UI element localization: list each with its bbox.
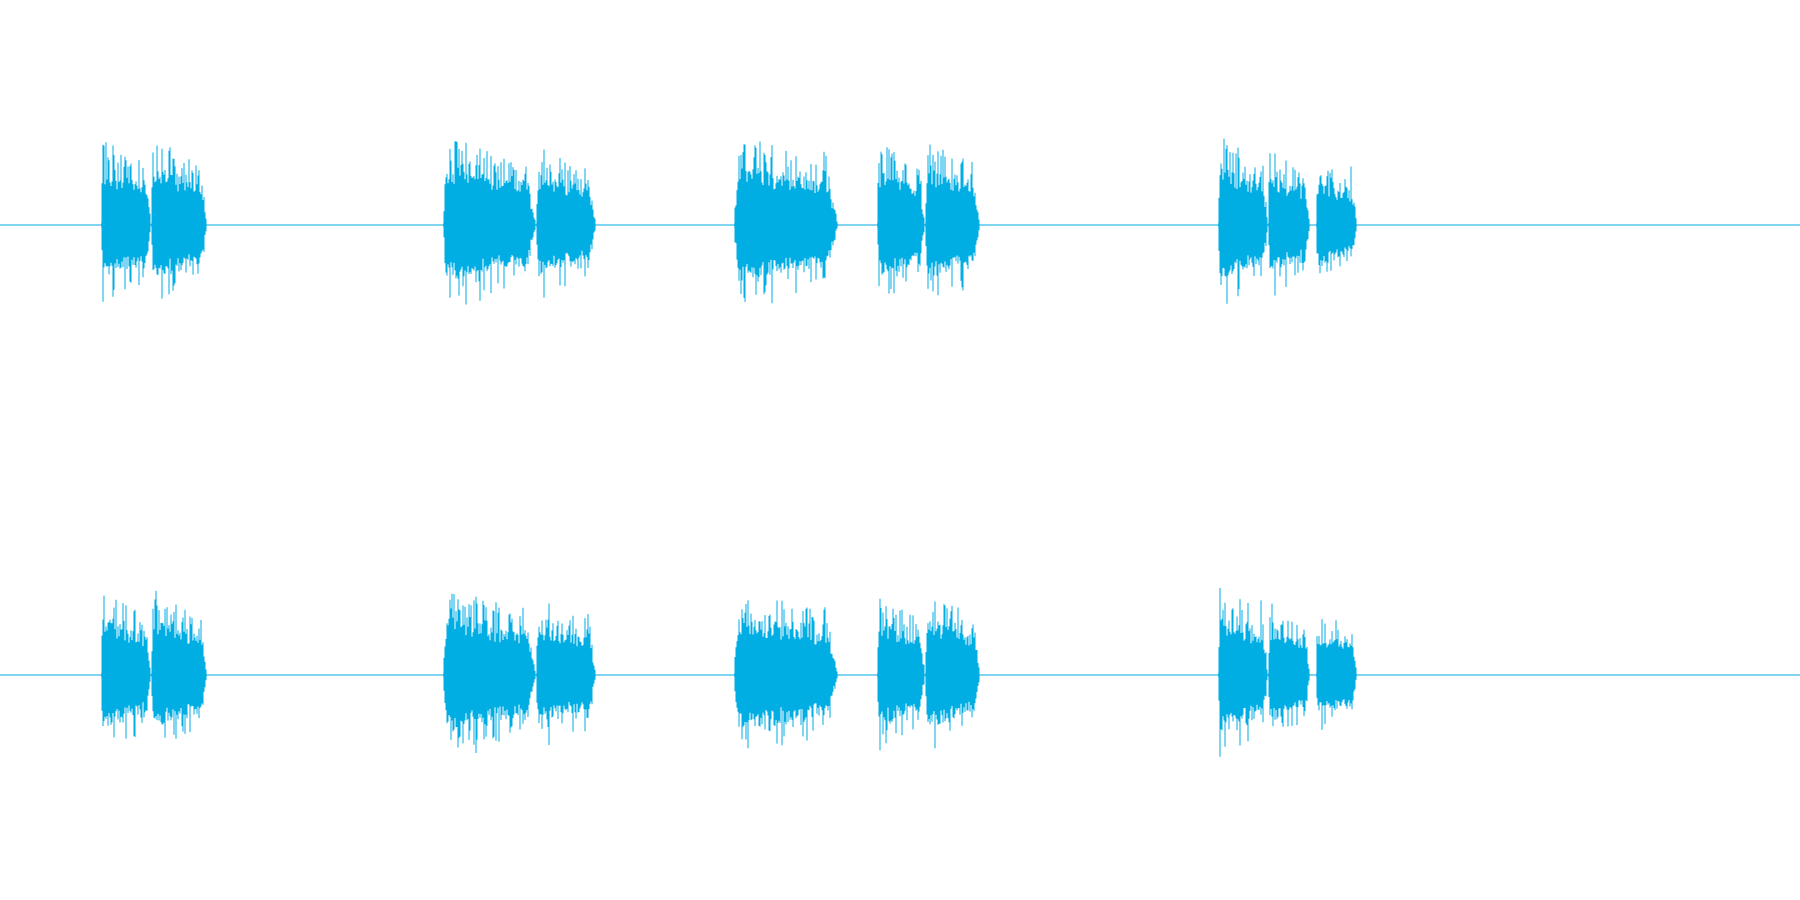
waveform-burst (1218, 138, 1268, 304)
waveform-core (1316, 651, 1357, 699)
channel-top-waveform (0, 138, 1800, 305)
waveform-burst (1218, 587, 1268, 757)
waveform-burst (101, 595, 151, 739)
waveform-burst (151, 590, 207, 739)
waveform-core (536, 197, 596, 253)
waveform-burst (151, 145, 207, 299)
waveform-burst (925, 144, 980, 296)
waveform-core (443, 643, 536, 707)
waveform-burst (877, 598, 925, 751)
waveform-core (925, 644, 980, 706)
waveform-core (1268, 648, 1310, 702)
waveform-core (151, 644, 207, 706)
waveform-core (734, 193, 838, 257)
waveform-burst (443, 593, 536, 753)
channel-bottom-waveform (0, 587, 1800, 757)
waveform-burst (1316, 166, 1357, 274)
waveform-core (877, 645, 925, 705)
waveform-core (1218, 193, 1268, 257)
waveform-core (151, 194, 207, 256)
waveform-burst (536, 603, 596, 745)
waveform-burst (101, 142, 151, 302)
waveform-core (925, 194, 980, 256)
waveform-burst (443, 141, 536, 305)
waveform-burst (1268, 603, 1310, 727)
waveform-burst (734, 141, 838, 304)
waveform-burst (734, 600, 838, 749)
waveform-burst (1268, 153, 1310, 296)
waveform-core (536, 647, 596, 703)
waveform-burst (925, 601, 980, 749)
waveform-core (1218, 643, 1268, 707)
waveform-core (101, 194, 151, 256)
waveform-burst (877, 147, 925, 294)
waveform-burst (1316, 619, 1357, 730)
waveform-core (1316, 201, 1357, 249)
waveform-core (443, 193, 536, 257)
waveform-core (734, 643, 838, 707)
waveform-core (101, 644, 151, 706)
waveform-burst (536, 149, 596, 298)
waveform-core (877, 195, 925, 255)
waveform-core (1268, 198, 1310, 252)
